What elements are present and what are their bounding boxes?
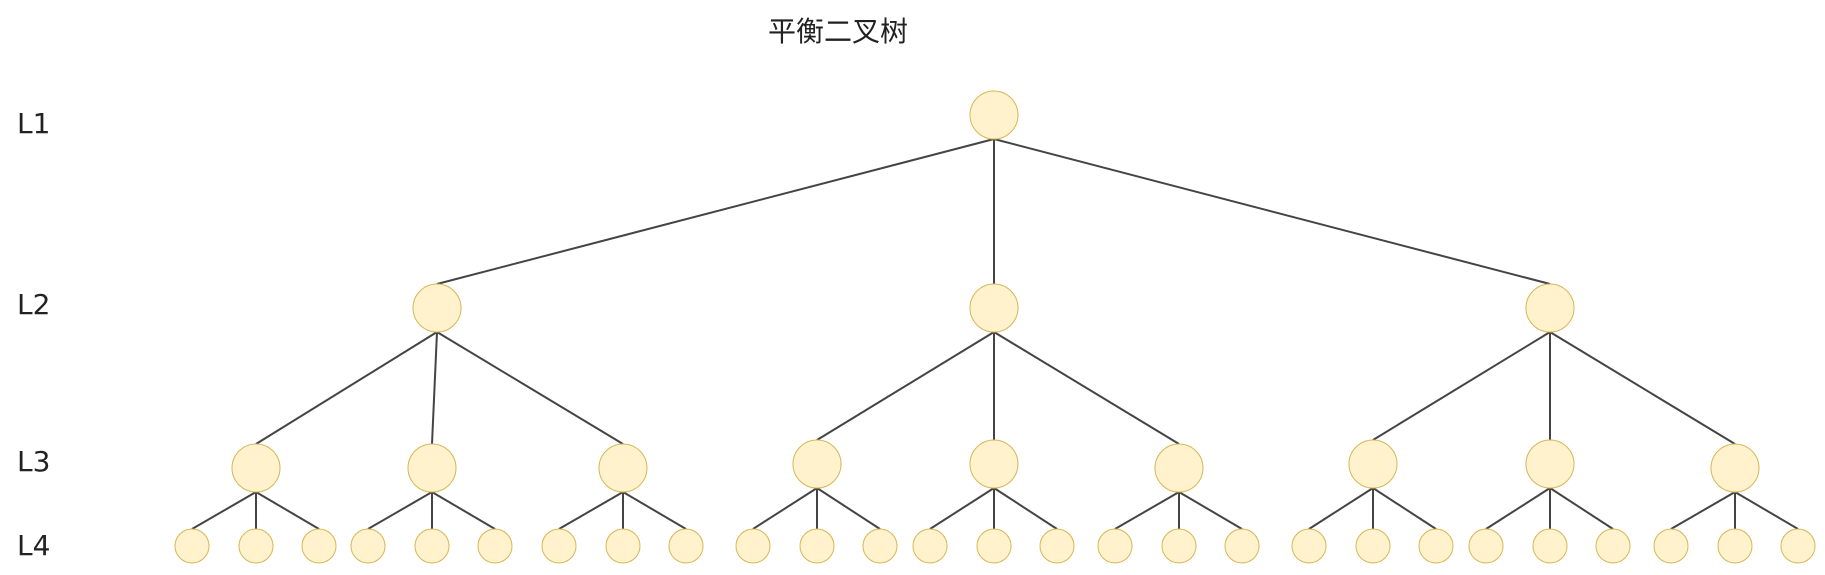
level-label-l3: L3 [17,445,50,478]
tree-node-l4-25 [1653,528,1689,564]
edge-l2-l3 [816,331,995,441]
tree-node-l4-12 [862,528,898,564]
tree-node-l4-13 [912,528,948,564]
edge-l1-l2 [993,138,1551,285]
tree-node-l3-4 [792,439,842,489]
tree-node-l4-1 [174,528,210,564]
edge-l3-l4 [558,491,624,530]
tree-node-l4-9 [668,528,704,564]
tree-node-l4-2 [238,528,274,564]
tree-node-l4-27 [1780,528,1816,564]
tree-node-l4-22 [1468,528,1504,564]
tree-node-l4-21 [1418,528,1454,564]
tree-node-l2-2 [969,283,1019,333]
edges [191,138,1799,530]
tree-node-l3-6 [1154,443,1204,493]
level-label-l4: L4 [17,529,50,562]
tree-node-l4-26 [1717,528,1753,564]
edge-l3-l4 [1372,487,1437,530]
tree-node-l3-3 [598,443,648,493]
tree-node-l3-9 [1710,443,1760,493]
tree-node-l3-7 [1348,439,1398,489]
tree-node-l4-7 [541,528,577,564]
diagram-title: 平衡二叉树 [768,15,908,48]
edge-l3-l4 [929,487,995,530]
edge-l3-l4 [1114,491,1180,530]
edge-l2-l3 [431,331,438,445]
tree-node-l4-14 [976,528,1012,564]
tree-node-l4-18 [1224,528,1260,564]
edge-l3-l4 [1734,491,1799,530]
tree-node-l2-3 [1525,283,1575,333]
edge-l1-l2 [436,138,995,285]
edge-l3-l4 [1670,491,1736,530]
edge-l3-l4 [1178,491,1243,530]
tree-node-l4-24 [1595,528,1631,564]
edge-l3-l4 [993,487,1058,530]
tree-node-l4-10 [735,528,771,564]
tree-node-l4-4 [350,528,386,564]
edge-l3-l4 [816,487,881,530]
tree-node-l4-19 [1291,528,1327,564]
edge-l3-l4 [191,491,257,530]
tree-node-l2-1 [412,283,462,333]
edge-l3-l4 [752,487,818,530]
tree-node-l3-2 [407,443,457,493]
edge-l2-l3 [993,331,1180,445]
tree-node-l4-17 [1161,528,1197,564]
edge-l2-l3 [1372,331,1551,441]
edge-l3-l4 [431,491,496,530]
tree-node-l3-8 [1525,439,1575,489]
tree-node-l4-8 [605,528,641,564]
tree-node-l3-5 [969,439,1019,489]
edge-l3-l4 [1308,487,1374,530]
tree-node-l1-1 [969,90,1019,140]
edge-l3-l4 [255,491,320,530]
edge-l3-l4 [1549,487,1614,530]
edge-l2-l3 [436,331,624,445]
edge-l3-l4 [367,491,433,530]
tree-node-l4-16 [1097,528,1133,564]
tree-node-l4-20 [1355,528,1391,564]
edge-l2-l3 [1549,331,1736,445]
edge-l3-l4 [622,491,687,530]
level-label-l1: L1 [17,107,50,140]
tree-node-l4-6 [477,528,513,564]
tree-node-l4-5 [414,528,450,564]
tree-node-l4-11 [799,528,835,564]
tree-node-l4-3 [301,528,337,564]
edge-l2-l3 [255,331,438,445]
nodes [174,90,1816,564]
level-label-l2: L2 [17,288,50,321]
tree-node-l3-1 [231,443,281,493]
tree-node-l4-15 [1039,528,1075,564]
tree-node-l4-23 [1532,528,1568,564]
edge-l3-l4 [1485,487,1551,530]
